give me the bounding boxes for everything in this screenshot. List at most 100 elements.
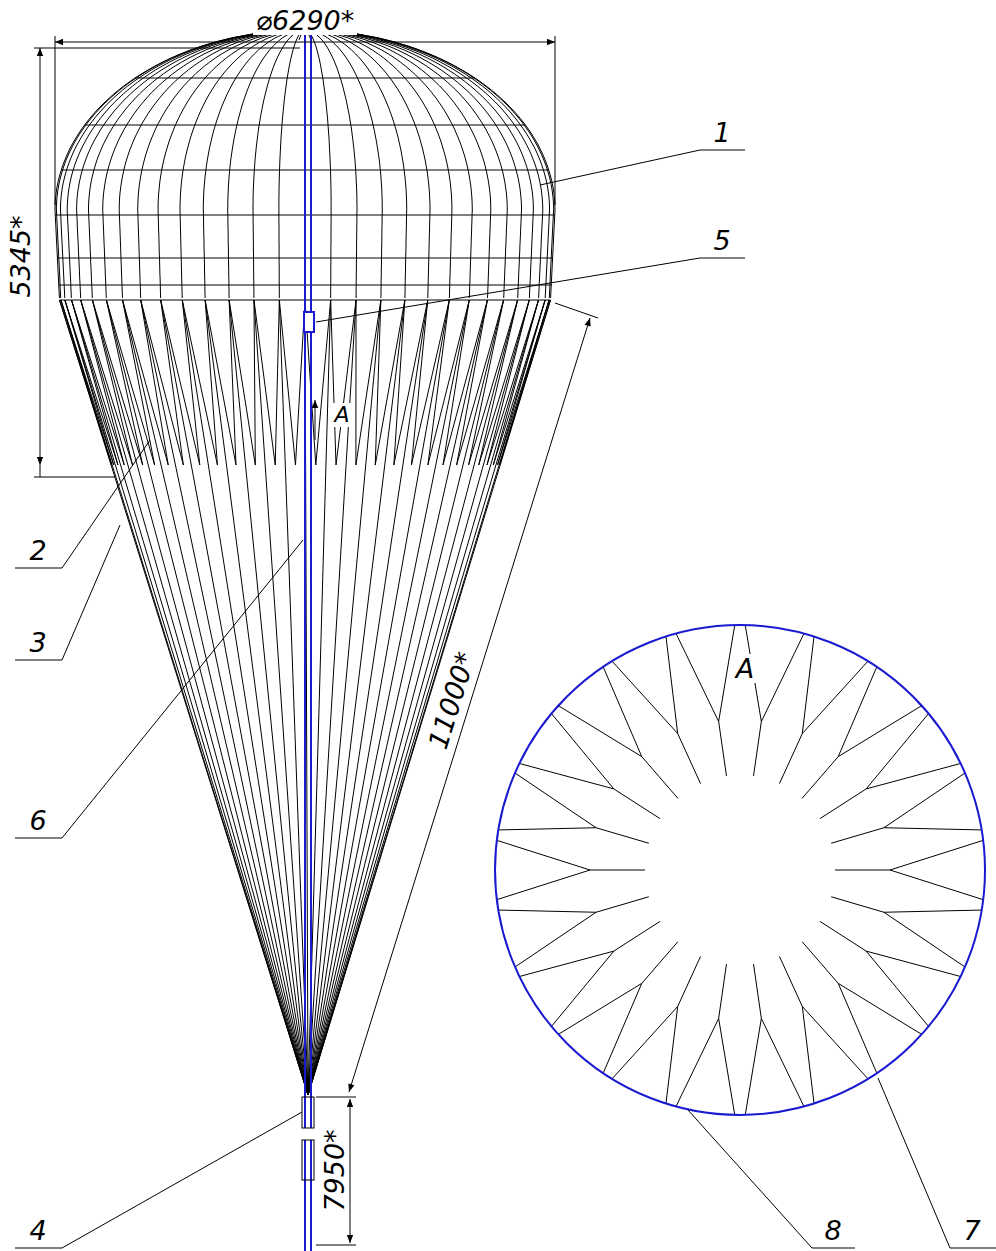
line-branch [838, 983, 877, 1073]
gore-skirt [60, 300, 112, 465]
suspension-line [308, 300, 487, 1095]
gore-skirt [375, 300, 405, 465]
line-branch [884, 828, 982, 830]
suspension-line [106, 300, 308, 1095]
dimension-lines [34, 36, 598, 1245]
line-branch [558, 983, 641, 1034]
line-stem [835, 870, 890, 871]
central-line [304, 30, 985, 1251]
dimension-text: ⌀6290* [253, 6, 357, 35]
suspension-line [81, 300, 308, 1095]
callout-number: 6 [26, 806, 49, 835]
suspension-line [72, 300, 308, 1095]
line-stem [678, 734, 701, 784]
line-branch [666, 1006, 678, 1103]
suspension-line [308, 300, 551, 1095]
line-branch [761, 1018, 804, 1106]
leader-lines [15, 150, 996, 1248]
view-mark: A [331, 403, 352, 427]
line-branch [498, 910, 596, 912]
suspension-line [205, 300, 308, 1095]
gore-skirt [72, 300, 125, 465]
dimension-text: 7950* [320, 1126, 349, 1214]
callout-number: 1 [710, 118, 733, 147]
line-branch [866, 951, 960, 976]
line-stem [642, 942, 678, 984]
gore-skirt [123, 300, 169, 465]
line-branch [802, 1006, 814, 1103]
line-branch [838, 706, 921, 757]
suspension-line [308, 300, 545, 1095]
gore-skirt [305, 300, 331, 465]
line-stem [754, 964, 762, 1018]
line-stem [779, 956, 802, 1006]
line-branch [884, 773, 965, 828]
suspension-line [123, 300, 308, 1095]
suspension-line [65, 300, 308, 1095]
gore-skirt [141, 300, 184, 465]
suspension-line [229, 300, 308, 1095]
dimension-text: 11000* [422, 645, 481, 754]
line-branch [612, 661, 678, 733]
line-stem [596, 828, 649, 843]
line-stem [596, 897, 649, 912]
line-branch [866, 951, 928, 1026]
gore-skirt [92, 300, 142, 465]
line-branch [551, 714, 613, 789]
line-branch [761, 633, 804, 721]
line-branch [745, 1018, 761, 1114]
line-stem [719, 722, 727, 776]
line-branch [802, 661, 868, 733]
line-branch [884, 910, 982, 912]
line-branch [802, 636, 814, 733]
suspension-line [308, 300, 405, 1095]
line-branch [719, 1018, 735, 1114]
callout-number: 3 [26, 628, 49, 657]
line-branch [612, 1006, 678, 1078]
gore-skirt [411, 300, 449, 465]
line-branch [866, 714, 928, 789]
gore-skirt [205, 300, 236, 465]
line-branch [551, 951, 613, 1026]
line-branch [497, 870, 590, 900]
suspension-line [308, 300, 428, 1095]
line-stem [831, 897, 884, 912]
line-branch [603, 667, 642, 757]
view-a-lines [497, 625, 983, 1115]
suspension-line [60, 300, 309, 1095]
gore-skirt [229, 300, 255, 465]
gore-skirt [493, 300, 545, 465]
line-stem [802, 757, 838, 799]
line-branch [666, 636, 678, 733]
view-title: A [733, 654, 757, 683]
riser [302, 1097, 314, 1180]
suspension-line [254, 300, 308, 1095]
callout-number: 7 [960, 1216, 983, 1245]
gore-skirt [331, 300, 356, 465]
line-branch [497, 840, 590, 870]
suspension-line [279, 300, 308, 1095]
line-stem [802, 942, 838, 984]
gore-skirt [487, 300, 538, 465]
suspension-line [92, 300, 308, 1095]
suspension-line [182, 300, 308, 1095]
line-branch [515, 912, 596, 967]
callout-number: 4 [26, 1216, 49, 1245]
suspension-line [308, 300, 504, 1095]
line-stem [831, 828, 884, 843]
line-stem [590, 870, 645, 871]
line-stem [820, 921, 866, 951]
gore-skirt [254, 300, 279, 465]
gore-skirt [394, 300, 428, 465]
line-stem [614, 921, 660, 951]
line-branch [802, 1006, 868, 1078]
callout-number: 8 [821, 1216, 844, 1245]
line-branch [890, 840, 983, 870]
line-stem [642, 757, 678, 799]
gore-skirt [356, 300, 381, 465]
line-branch [838, 667, 877, 757]
line-stem [779, 734, 802, 784]
canopy-and-lines [55, 30, 555, 1095]
gore-skirt [457, 300, 504, 465]
line-branch [890, 870, 983, 900]
